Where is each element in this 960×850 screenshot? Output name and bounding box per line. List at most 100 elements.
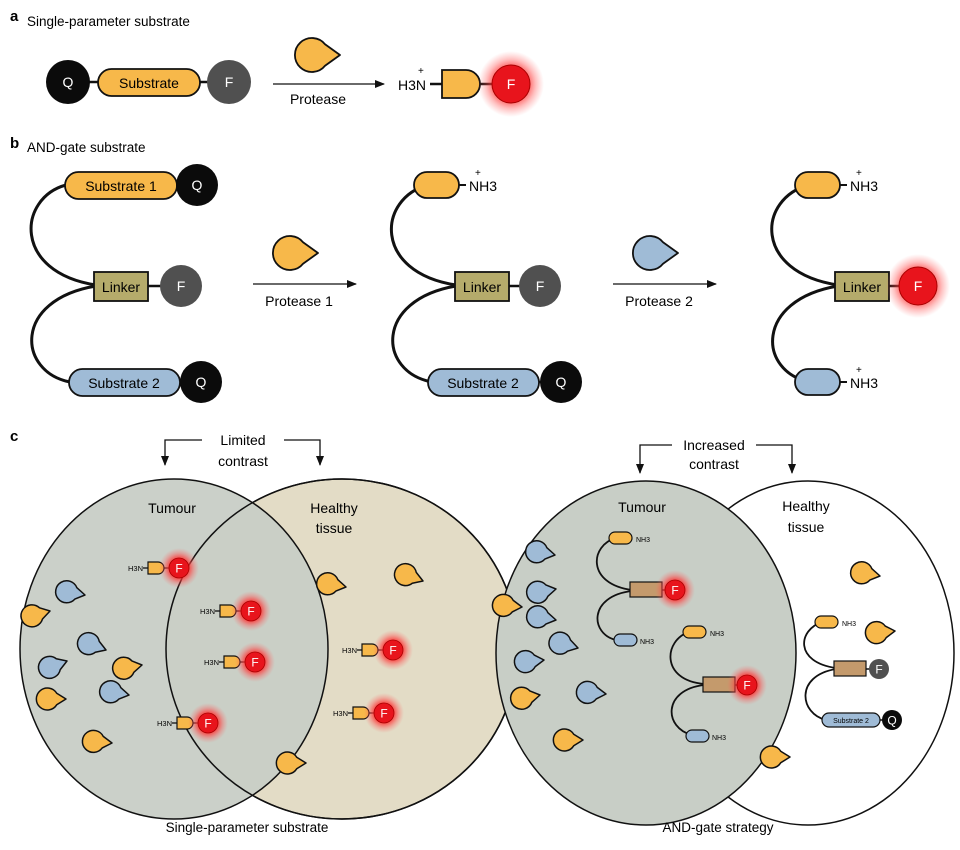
substrate-block: Substrate	[97, 68, 201, 97]
blue-protease-icon	[37, 655, 68, 680]
tumour-label-left: Tumour	[148, 500, 196, 516]
blue-protease-icon	[513, 649, 545, 674]
orange-protease-icon	[509, 686, 541, 710]
probe-q-label: Q	[887, 714, 896, 728]
orange-protease-icon	[849, 561, 881, 585]
cleaved-probe-f: F	[380, 707, 387, 721]
venn-left: Limited contrast Tumour Healthy tissue S…	[19, 432, 519, 835]
activated-probe-1: NH3 F NH3	[595, 531, 695, 647]
panel-a-title: Single-parameter substrate	[27, 14, 190, 29]
amine-charge: +	[418, 66, 424, 77]
orange-protease-icon	[393, 562, 424, 587]
healthy-tissue-label-right-2: tissue	[788, 519, 825, 535]
caption-right: AND-gate strategy	[662, 820, 773, 835]
cleaved-fragment-bottom	[794, 368, 841, 396]
orange-protease-icon	[491, 593, 523, 618]
activated-probe-2: NH3 F NH3	[669, 625, 767, 743]
substrate-label: Substrate	[119, 75, 179, 91]
and-gate-construct-partial: NH3 + Linker F Substrate 2 Q	[389, 168, 582, 403]
svg-text:NH3: NH3	[842, 621, 856, 628]
quencher-label: Q	[63, 74, 74, 90]
healthy-tissue-label-left-1: Healthy	[310, 500, 357, 516]
blue-protease-icon	[54, 580, 86, 604]
active-fluorophore-label: F	[507, 76, 516, 92]
and-gate-construct-activated: NH3 + Linker F NH3 +	[770, 168, 950, 396]
svg-text:NH3: NH3	[640, 639, 654, 646]
substrate-2-block: Substrate 2	[68, 368, 181, 397]
cleaved-substrate-fragment	[441, 69, 481, 99]
linker-block: Linker	[93, 271, 149, 302]
svg-text:F: F	[743, 679, 750, 693]
healthy-tissue-label-left-2: tissue	[316, 520, 353, 536]
protease-icon	[294, 37, 341, 73]
cleaved-probe-amine: H3N	[333, 709, 348, 718]
cleaved-probe-amine: H3N	[342, 646, 357, 655]
orange-protease-icon	[315, 572, 347, 596]
panel-a-letter: a	[10, 8, 19, 25]
limited-contrast-line2: contrast	[218, 453, 268, 469]
probe-substrate-2-label: Substrate 2	[833, 718, 869, 725]
cleaved-probe: H3N F	[128, 548, 199, 588]
svg-text:+: +	[856, 365, 862, 376]
left-proteases	[20, 562, 424, 775]
cleaved-probe-amine: H3N	[157, 719, 172, 728]
tumour-region-right	[495, 480, 797, 826]
probe-f-label: F	[671, 584, 678, 598]
amine-label: H3N	[398, 77, 426, 93]
quencher-node: Q	[46, 60, 90, 104]
cleaved-fragment-top-2	[794, 171, 841, 199]
and-gate-construct-intact: Substrate 1 Q Linker F Substrate 2 Q	[29, 164, 222, 403]
fluorophore-label: F	[225, 74, 234, 90]
cleaved-probe: H3N F	[333, 693, 404, 733]
cleaved-probe-amine: H3N	[204, 658, 219, 667]
orange-protease-icon	[20, 604, 51, 628]
protease-2-label: Protease 2	[625, 293, 693, 309]
protease-1-label: Protease 1	[265, 293, 333, 309]
cleaved-probe-f: F	[251, 656, 258, 670]
quencher-3-label: Q	[556, 374, 567, 390]
increased-contrast-line2: contrast	[689, 456, 739, 472]
tumour-label-right: Tumour	[618, 499, 666, 515]
svg-text:+: +	[856, 168, 862, 179]
cleaved-probe-f: F	[389, 644, 396, 658]
fluorophore-2-label: F	[536, 278, 545, 294]
cleaved-probe-f: F	[175, 562, 182, 576]
amine-tag: NH3	[636, 537, 650, 544]
partially-cleaved-probe-healthy: NH3 F Substrate 2 Q	[803, 615, 902, 730]
healthy-tissue-label-right-1: Healthy	[782, 498, 829, 514]
blue-protease-icon	[98, 680, 130, 704]
blue-protease-icon	[548, 631, 579, 655]
increased-contrast-line1: Increased	[683, 437, 744, 453]
orange-protease-icon	[81, 729, 113, 754]
panel-b-title: AND-gate substrate	[27, 140, 146, 155]
limited-contrast-line1: Limited	[220, 432, 265, 448]
blue-protease-icon	[525, 605, 557, 629]
blue-protease-icon	[524, 540, 556, 564]
cleaved-probe-amine: H3N	[128, 564, 143, 573]
panel-c-letter: c	[10, 428, 18, 445]
cleaved-probe-f: F	[247, 605, 254, 619]
fluorophore-3-label: F	[914, 278, 923, 294]
orange-protease-icon	[759, 745, 791, 769]
linker-label: Linker	[102, 279, 140, 295]
panel-b: b AND-gate substrate Substrate 1 Q Linke…	[10, 135, 950, 403]
svg-text:NH3: NH3	[712, 735, 726, 742]
cleaved-fragment-top	[413, 171, 460, 199]
panel-a: a Single-parameter substrate Q Substrate…	[10, 8, 544, 117]
orange-protease-icon	[552, 728, 584, 752]
substrate-2-label-2: Substrate 2	[447, 375, 519, 391]
substrate-1-block: Substrate 1	[64, 171, 178, 200]
blue-protease-icon	[525, 580, 557, 604]
cleaved-probe: H3N F	[342, 630, 413, 670]
svg-text:NH3: NH3	[710, 631, 724, 638]
cleaved-probe-f: F	[204, 717, 211, 731]
fluorophore-1-label: F	[177, 278, 186, 294]
caption-left: Single-parameter substrate	[166, 820, 329, 835]
fluorophore-node: F	[207, 60, 251, 104]
cleaved-probe: H3N F	[204, 642, 275, 682]
orange-protease-icon	[275, 751, 307, 775]
blue-protease-icon	[76, 631, 107, 656]
quencher-1-label: Q	[192, 177, 203, 193]
orange-protease-icon	[35, 687, 67, 711]
